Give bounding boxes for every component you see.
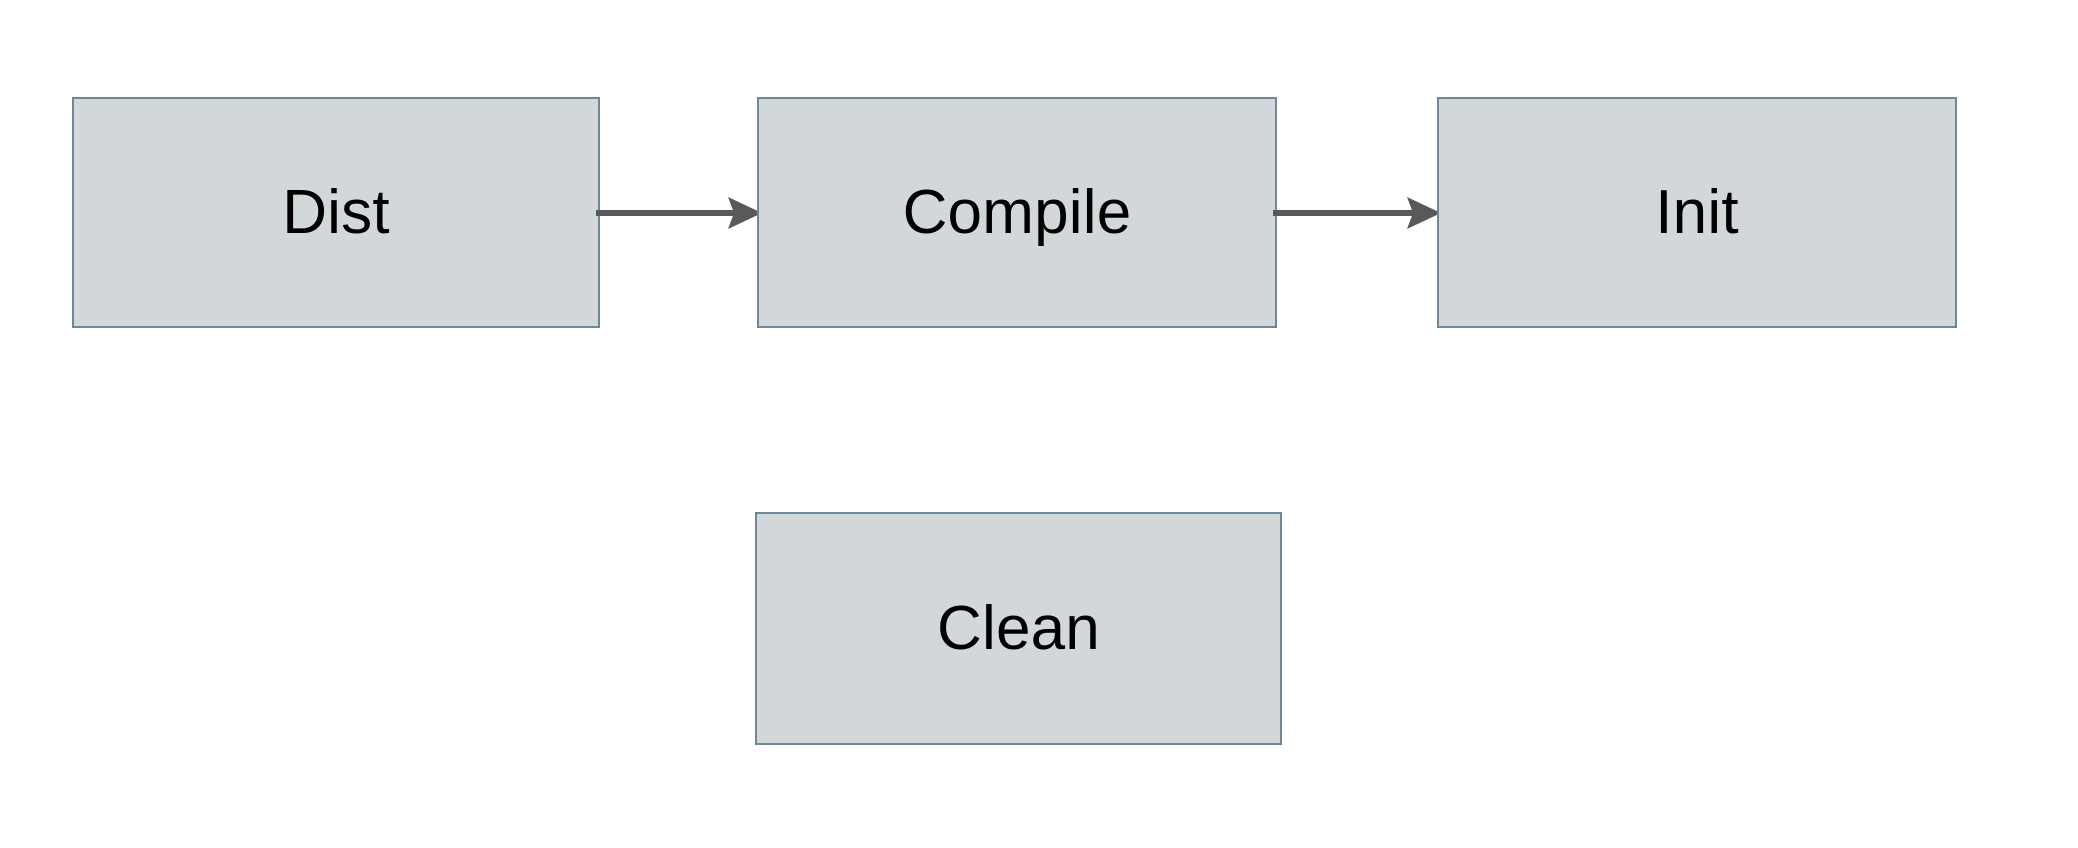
edge-compile-to-init[interactable] — [1273, 190, 1445, 236]
node-clean-label: Clean — [937, 593, 1100, 663]
node-compile[interactable]: Compile — [757, 97, 1277, 328]
node-clean[interactable]: Clean — [755, 512, 1282, 745]
node-init[interactable]: Init — [1437, 97, 1957, 328]
node-init-label: Init — [1655, 177, 1739, 247]
node-dist-label: Dist — [282, 177, 390, 247]
node-dist[interactable]: Dist — [72, 97, 600, 328]
edge-dist-to-compile[interactable] — [596, 190, 766, 236]
node-compile-label: Compile — [902, 177, 1132, 247]
arrow-right-icon — [596, 197, 762, 229]
arrow-right-icon — [1273, 197, 1441, 229]
